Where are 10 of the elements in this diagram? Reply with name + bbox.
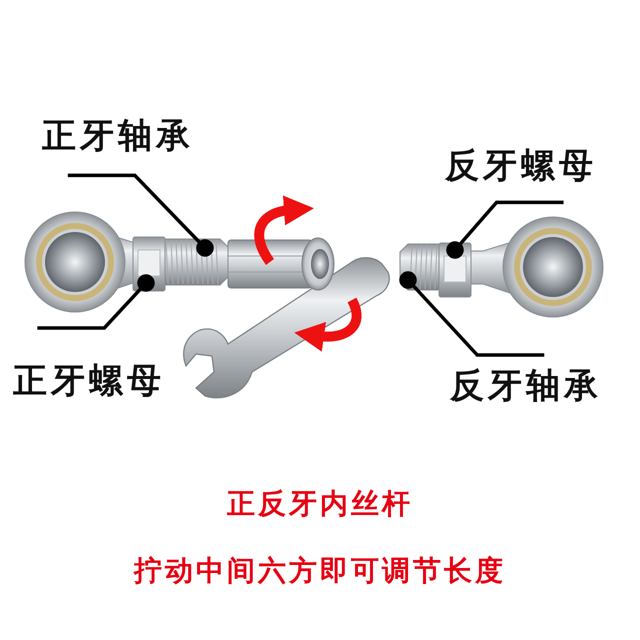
leader-line <box>37 274 155 330</box>
leader-line <box>399 271 544 357</box>
part-label: 反牙螺母 <box>445 148 597 186</box>
leader-line <box>68 174 214 257</box>
caption-text: 拧动中间六方即可调节长度 <box>134 553 506 589</box>
leader-line <box>446 200 564 259</box>
caption-text: 正反牙内丝杆 <box>227 486 413 522</box>
part-label: 正牙轴承 <box>42 118 194 156</box>
part-label: 正牙螺母 <box>13 363 165 400</box>
part-label: 反牙轴承 <box>450 368 602 406</box>
